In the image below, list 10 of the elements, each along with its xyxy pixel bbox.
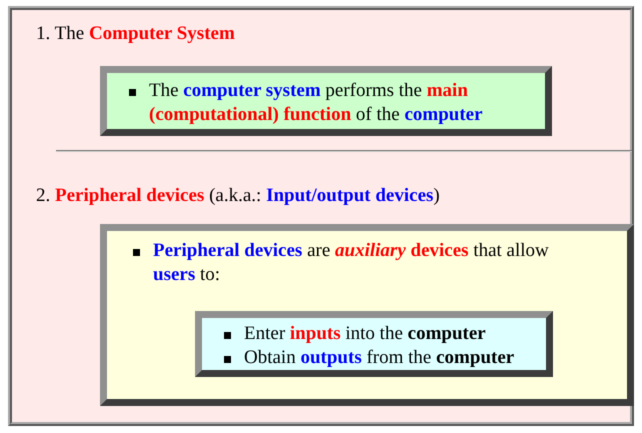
bullet-text: Peripheral devices are auxiliary devices that allow users to: [153,240,549,285]
section-heading: 1. The Computer System [36,22,235,46]
content-box [100,66,552,136]
bullet-text: The computer system performs the main (computational) function of the computer [149,80,483,125]
bullet-text: Enter inputs into the computer [244,323,486,344]
bullet-text: Obtain outputs from the computer [244,347,514,368]
content-box [195,311,553,377]
section-heading: 2. Peripheral devices (a.k.a.: Input/output devices) [36,184,440,208]
content-panel [8,6,634,426]
content-box [100,224,634,406]
